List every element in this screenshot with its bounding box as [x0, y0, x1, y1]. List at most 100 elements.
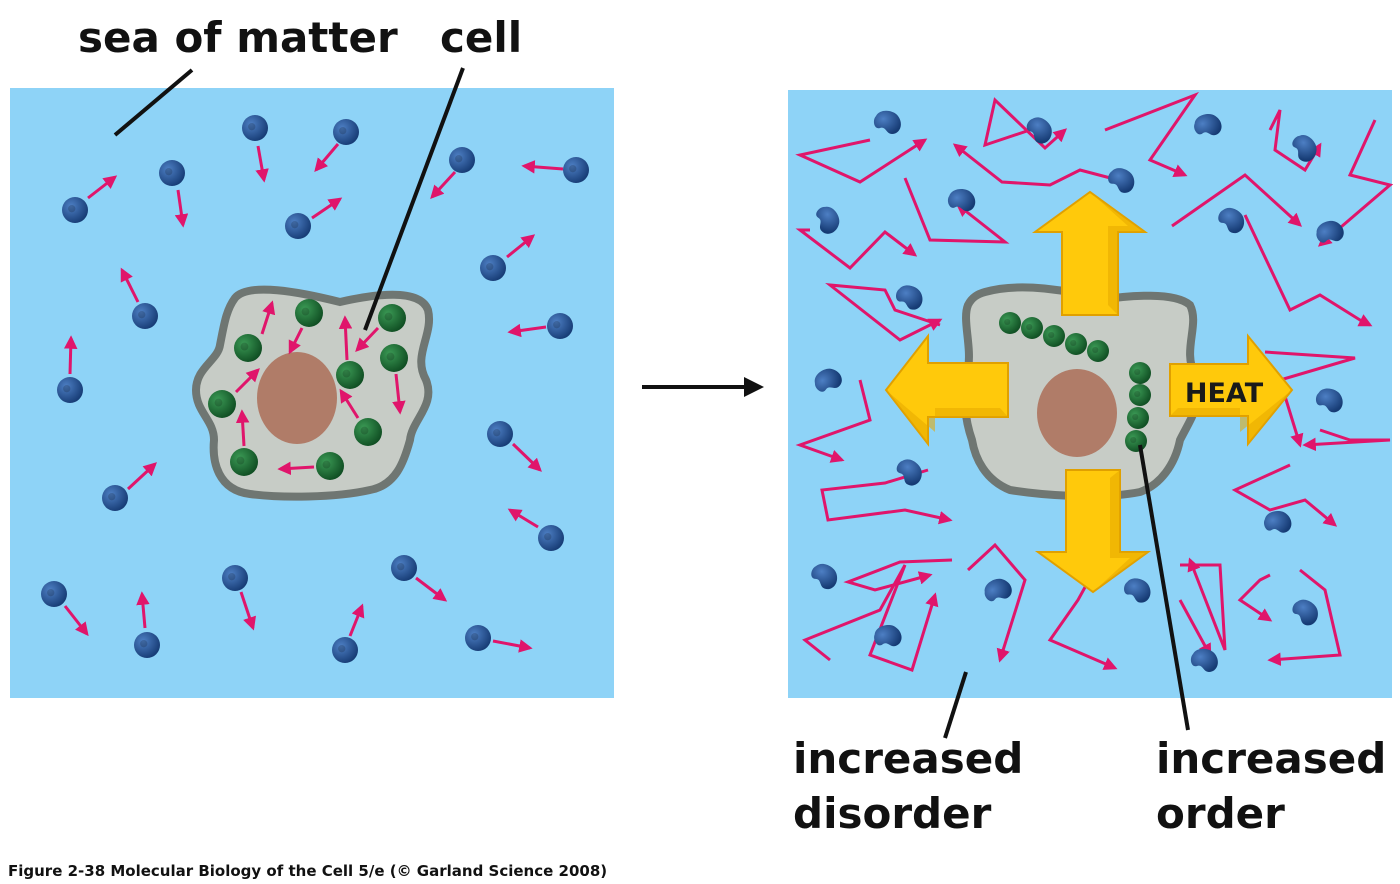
blue-molecule: [449, 147, 475, 173]
blue-molecule-blob: [947, 189, 976, 212]
blue-molecule-blob: [816, 206, 840, 234]
motion-arrow: [492, 639, 533, 653]
random-path: [1178, 599, 1212, 658]
dispersed-molecules: [811, 110, 1344, 672]
motion-arrow: [338, 315, 353, 361]
ordered-green-molecule: [1129, 362, 1151, 384]
motion-arrow: [63, 605, 89, 637]
figure-caption: Figure 2-38 Molecular Biology of the Cel…: [8, 862, 607, 880]
ordered-green-molecule: [1129, 384, 1151, 406]
motion-arrow: [311, 197, 343, 220]
motion-arrow: [507, 323, 547, 338]
random-path: [795, 379, 872, 463]
ordered-green-molecule: [999, 312, 1021, 334]
motion-arrow: [348, 603, 365, 637]
blue-molecule-blob: [896, 285, 923, 310]
blue-molecule-blob: [1026, 117, 1052, 144]
blue-molecule: [134, 632, 160, 658]
blue-molecule: [391, 555, 417, 581]
random-path: [1243, 214, 1373, 327]
motion-arrow: [174, 189, 189, 228]
blue-molecule-blob: [984, 578, 1012, 602]
motion-arrow: [415, 576, 448, 602]
heat-arrow-up: [1031, 190, 1149, 316]
ordered-green-molecule: [1043, 325, 1065, 347]
motion-arrow: [136, 591, 150, 629]
heat-label: HEAT: [1185, 378, 1264, 409]
blue-molecule: [538, 525, 564, 551]
random-path: [795, 228, 918, 270]
blue-molecule: [332, 637, 358, 663]
increased-order-label-line1: increased: [1156, 734, 1386, 783]
heat-arrow-left: [884, 333, 1009, 447]
motion-arrow: [392, 373, 406, 415]
blue-molecule: [222, 565, 248, 591]
blue-molecule: [62, 197, 88, 223]
blue-molecule-blob: [811, 563, 838, 590]
sea-of-matter-label: sea of matter: [78, 13, 398, 62]
motion-arrow: [63, 335, 78, 375]
right-panel: HEAT: [788, 90, 1394, 739]
green-molecule: [336, 361, 364, 389]
random-path: [1180, 557, 1227, 651]
ordered-green-molecule: [1125, 430, 1147, 452]
random-path: [1237, 573, 1273, 622]
blue-molecule-blob: [1292, 599, 1318, 626]
blue-molecule-blob: [1315, 388, 1343, 413]
random-motion-paths: [795, 91, 1394, 672]
blue-molecule: [487, 421, 513, 447]
blue-molecule-blob: [1124, 578, 1151, 603]
random-path: [1231, 463, 1338, 527]
ordered-molecule-chain: [999, 312, 1151, 452]
increased-disorder-label-line1: increased: [793, 734, 1023, 783]
motion-arrow: [339, 388, 360, 419]
motion-arrow: [87, 175, 118, 200]
motion-arrow: [355, 326, 380, 352]
blue-molecule-blob: [1264, 511, 1292, 533]
green-molecule: [316, 452, 344, 480]
blue-molecule-blob: [1194, 114, 1222, 136]
random-path: [1264, 350, 1356, 448]
random-path: [903, 177, 1010, 244]
blue-molecule: [57, 377, 83, 403]
motion-arrow: [235, 409, 250, 447]
random-path: [1302, 428, 1391, 452]
blue-molecule-blob: [1292, 134, 1317, 162]
left-molecules: [41, 115, 589, 663]
heat-arrow-right: HEAT: [1169, 333, 1294, 447]
green-molecule: [208, 390, 236, 418]
motion-arrow: [260, 300, 276, 335]
nucleus-after: [1037, 369, 1117, 457]
ordered-green-molecule: [1021, 317, 1043, 339]
blue-molecule: [480, 255, 506, 281]
motion-arrow: [277, 461, 315, 476]
green-molecule: [380, 344, 408, 372]
random-path: [802, 564, 939, 672]
random-path: [982, 97, 1068, 151]
cell-label: cell: [440, 13, 522, 62]
motion-arrow: [506, 234, 536, 259]
blue-molecule: [333, 119, 359, 145]
blue-molecule: [285, 213, 311, 239]
motion-arrow: [288, 327, 304, 355]
blue-molecule-blob: [1316, 220, 1344, 243]
blue-molecule: [159, 160, 185, 186]
cell-pointer: [363, 67, 465, 331]
random-path: [820, 468, 953, 525]
blue-molecule-blob: [1108, 168, 1135, 193]
blue-molecule-blob: [814, 368, 842, 392]
left-panel: [10, 67, 614, 698]
motion-arrow: [507, 508, 539, 529]
blue-molecule: [102, 485, 128, 511]
blue-molecule: [563, 157, 589, 183]
blue-molecule: [132, 303, 158, 329]
ordered-green-molecule: [1087, 340, 1109, 362]
random-path: [966, 542, 1027, 663]
increased-order-pointer: [1138, 444, 1190, 731]
increased-disorder-label-line2: disorder: [793, 789, 992, 838]
green-molecule: [230, 448, 258, 476]
nucleus: [257, 352, 337, 444]
motion-arrow: [255, 145, 269, 183]
cell-molecules: [208, 299, 408, 480]
